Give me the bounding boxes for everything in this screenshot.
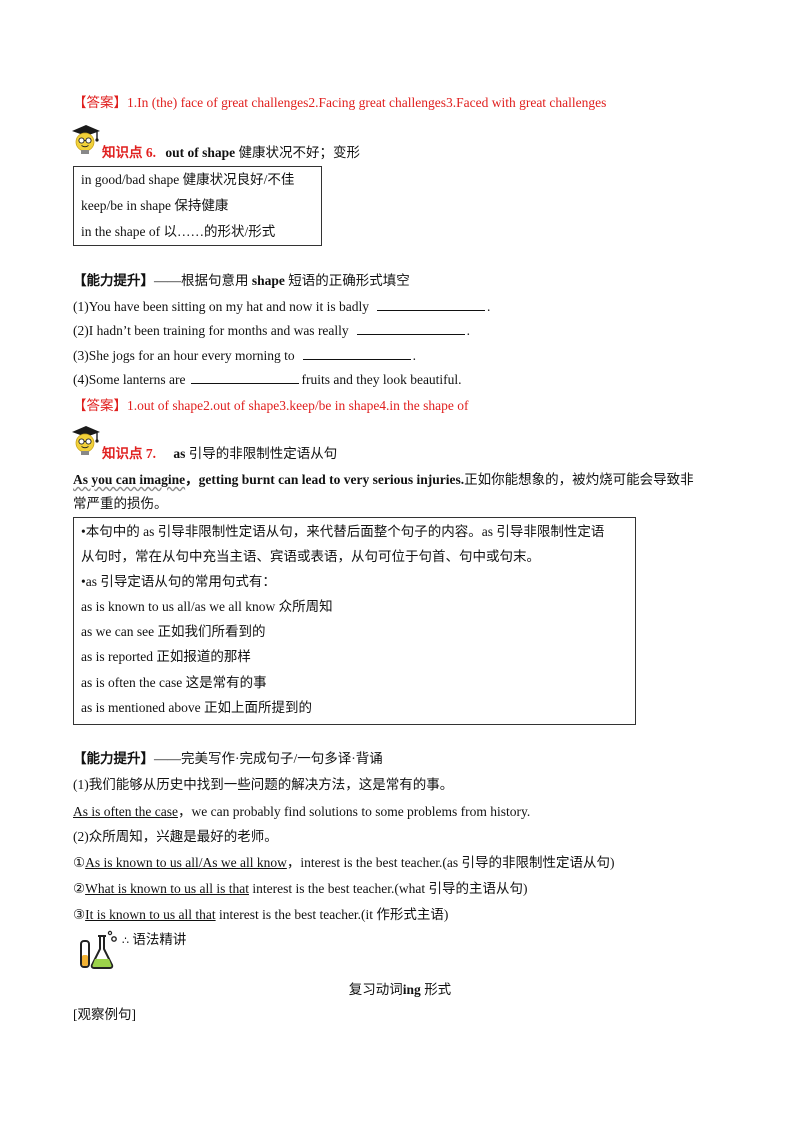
exercise-end: . [486, 299, 491, 314]
kp7-label: 知识点 7. [102, 446, 156, 461]
answer-line-1: 【答案】1.In (the) face of great challenges2… [73, 93, 606, 113]
exercise-text: (4)Some lanterns are [73, 372, 186, 387]
example-translation-cont: 常严重的损伤。 [73, 496, 168, 511]
question-1: (1)我们能够从历史中找到一些问题的解决方法，这是常有的事。 [73, 777, 454, 792]
section-title-after: 形式 [420, 982, 452, 997]
box-line: 从句时，常在从句中充当主语、宾语或表语，从句可位于句首、句中或句末。 [81, 549, 540, 564]
choice-mark: ② [73, 881, 86, 896]
ability-term: shape [251, 273, 285, 288]
example-sentence: As you can imagine，getting burnt can lea… [73, 470, 694, 490]
answer-text: 1.out of shape2.out of shape3.keep/be in… [127, 398, 469, 413]
observe-examples-heading: [观察例句] [73, 1007, 136, 1022]
choice-rest: interest is the best teacher.(what 引导的主语… [248, 881, 528, 896]
box-line: as is often the case 这是常有的事 [81, 675, 267, 690]
section-title-bold: ing [402, 982, 421, 997]
box-line: as is reported 正如报道的那样 [81, 649, 251, 664]
knowledge-point-7: 知识点 7. as 引导的非限制性定语从句 [102, 444, 337, 464]
section-title: 复习动词ing 形式 [0, 980, 800, 1000]
exercise-text: (1)You have been sitting on my hat and n… [73, 299, 369, 314]
doctor-bulb-icon [72, 125, 100, 154]
exercise-end: fruits and they look beautiful. [301, 372, 462, 387]
explanation-box-as: •本句中的 as 引导非限制性定语从句，来代替后面整个句子的内容。as 引导非限… [73, 517, 636, 725]
choice-underlined: It is known to us all that [85, 907, 216, 922]
ability-heading-2: 【能力提升】——完美写作·完成句子/一句多译·背诵 [73, 749, 383, 769]
kp7-meaning: 引导的非限制性定语从句 [185, 446, 338, 461]
choice-mark: ③ [73, 907, 86, 922]
example-translation: 正如你能想象的，被灼烧可能会导致非 [464, 472, 694, 487]
ability-rest: 短语的正确形式填空 [284, 273, 410, 288]
exercise-end: . [466, 323, 471, 338]
exercise-1: (1)You have been sitting on my hat and n… [73, 297, 490, 317]
kp7-term: as [173, 446, 186, 461]
example-part-2: ，getting burnt can lead to very serious … [185, 472, 465, 487]
answer-tag: 【答案】 [73, 95, 127, 110]
lab-flask-icon [80, 930, 117, 969]
choice-3: ③It is known to us all that interest is … [73, 905, 448, 925]
box-line: •as 引导定语从句的常用句式有： [81, 574, 276, 589]
choice-2: ②What is known to us all is that interes… [73, 879, 528, 899]
exercise-4: (4)Some lanterns are fruits and they look… [73, 370, 462, 390]
exercise-2: (2)I hadn’t been training for months and… [73, 321, 470, 341]
choice-rest: interest is the best teacher.(it 作形式主语) [215, 907, 449, 922]
exercise-text: (2)I hadn’t been training for months and… [73, 323, 349, 338]
answer-rest: ，we can probably find solutions to some … [177, 804, 531, 819]
box-line: keep/be in shape 保持健康 [81, 198, 229, 213]
question-2: (2)众所周知，兴趣是最好的老师。 [73, 829, 278, 844]
phrase-box-shape: in good/bad shape 健康状况良好/不佳 keep/be in s… [73, 166, 322, 246]
box-line: as is known to us all/as we all know 众所周… [81, 599, 333, 614]
answer-underlined: As is often the case [73, 804, 178, 819]
ability-bracket: 【能力提升】 [73, 751, 154, 766]
grammar-heading: ∴ 语法精讲 [122, 930, 186, 951]
box-line: as we can see 正如我们所看到的 [81, 624, 266, 639]
doctor-bulb-icon [72, 426, 100, 455]
fill-blank[interactable] [302, 346, 411, 360]
grammar-mark: ∴ [122, 935, 129, 947]
box-line: as is mentioned above 正如上面所提到的 [81, 700, 312, 715]
knowledge-point-6: 知识点 6. out of shape 健康状况不好；变形 [102, 143, 360, 163]
exercise-text: (3)She jogs for an hour every morning to [73, 348, 295, 363]
box-line: in good/bad shape 健康状况良好/不佳 [81, 172, 295, 187]
answer-line-2: 【答案】1.out of shape2.out of shape3.keep/b… [73, 396, 469, 416]
box-line: •本句中的 as 引导非限制性定语从句，来代替后面整个句子的内容。as 引导非限… [81, 524, 605, 539]
ability-rest: ——完美写作·完成句子/一句多译·背诵 [154, 751, 383, 766]
ability-bracket: 【能力提升】 [73, 273, 154, 288]
fill-blank[interactable] [356, 321, 465, 335]
answer-tag: 【答案】 [73, 398, 127, 413]
exercise-3: (3)She jogs for an hour every morning to… [73, 346, 416, 366]
ability-dash: ——根据句意用 [154, 273, 252, 288]
choice-underlined: As is known to us all/As we all know [85, 855, 287, 870]
kp6-meaning: 健康状况不好；变形 [238, 145, 361, 160]
answer-text: 1.In (the) face of great challenges2.Fac… [127, 95, 607, 110]
choice-underlined: What is known to us all is that [85, 881, 249, 896]
example-part-1: As you can imagine [73, 472, 186, 487]
kp6-term: out of shape [165, 145, 236, 160]
ability-heading-1: 【能力提升】——根据句意用 shape 短语的正确形式填空 [73, 271, 410, 291]
box-line: in the shape of 以……的形状/形式 [81, 224, 276, 239]
choice-rest: ，interest is the best teacher.(as 引导的非限制… [286, 855, 615, 870]
choice-1: ①As is known to us all/As we all know，in… [73, 853, 615, 873]
grammar-label: 语法精讲 [132, 932, 187, 947]
fill-blank[interactable] [191, 370, 300, 384]
kp6-label: 知识点 6. [102, 145, 156, 160]
answer-1: As is often the case，we can probably fin… [73, 802, 530, 822]
fill-blank[interactable] [376, 297, 485, 311]
section-title-before: 复习动词 [348, 982, 403, 997]
exercise-end: . [412, 348, 416, 363]
choice-mark: ① [73, 855, 86, 870]
